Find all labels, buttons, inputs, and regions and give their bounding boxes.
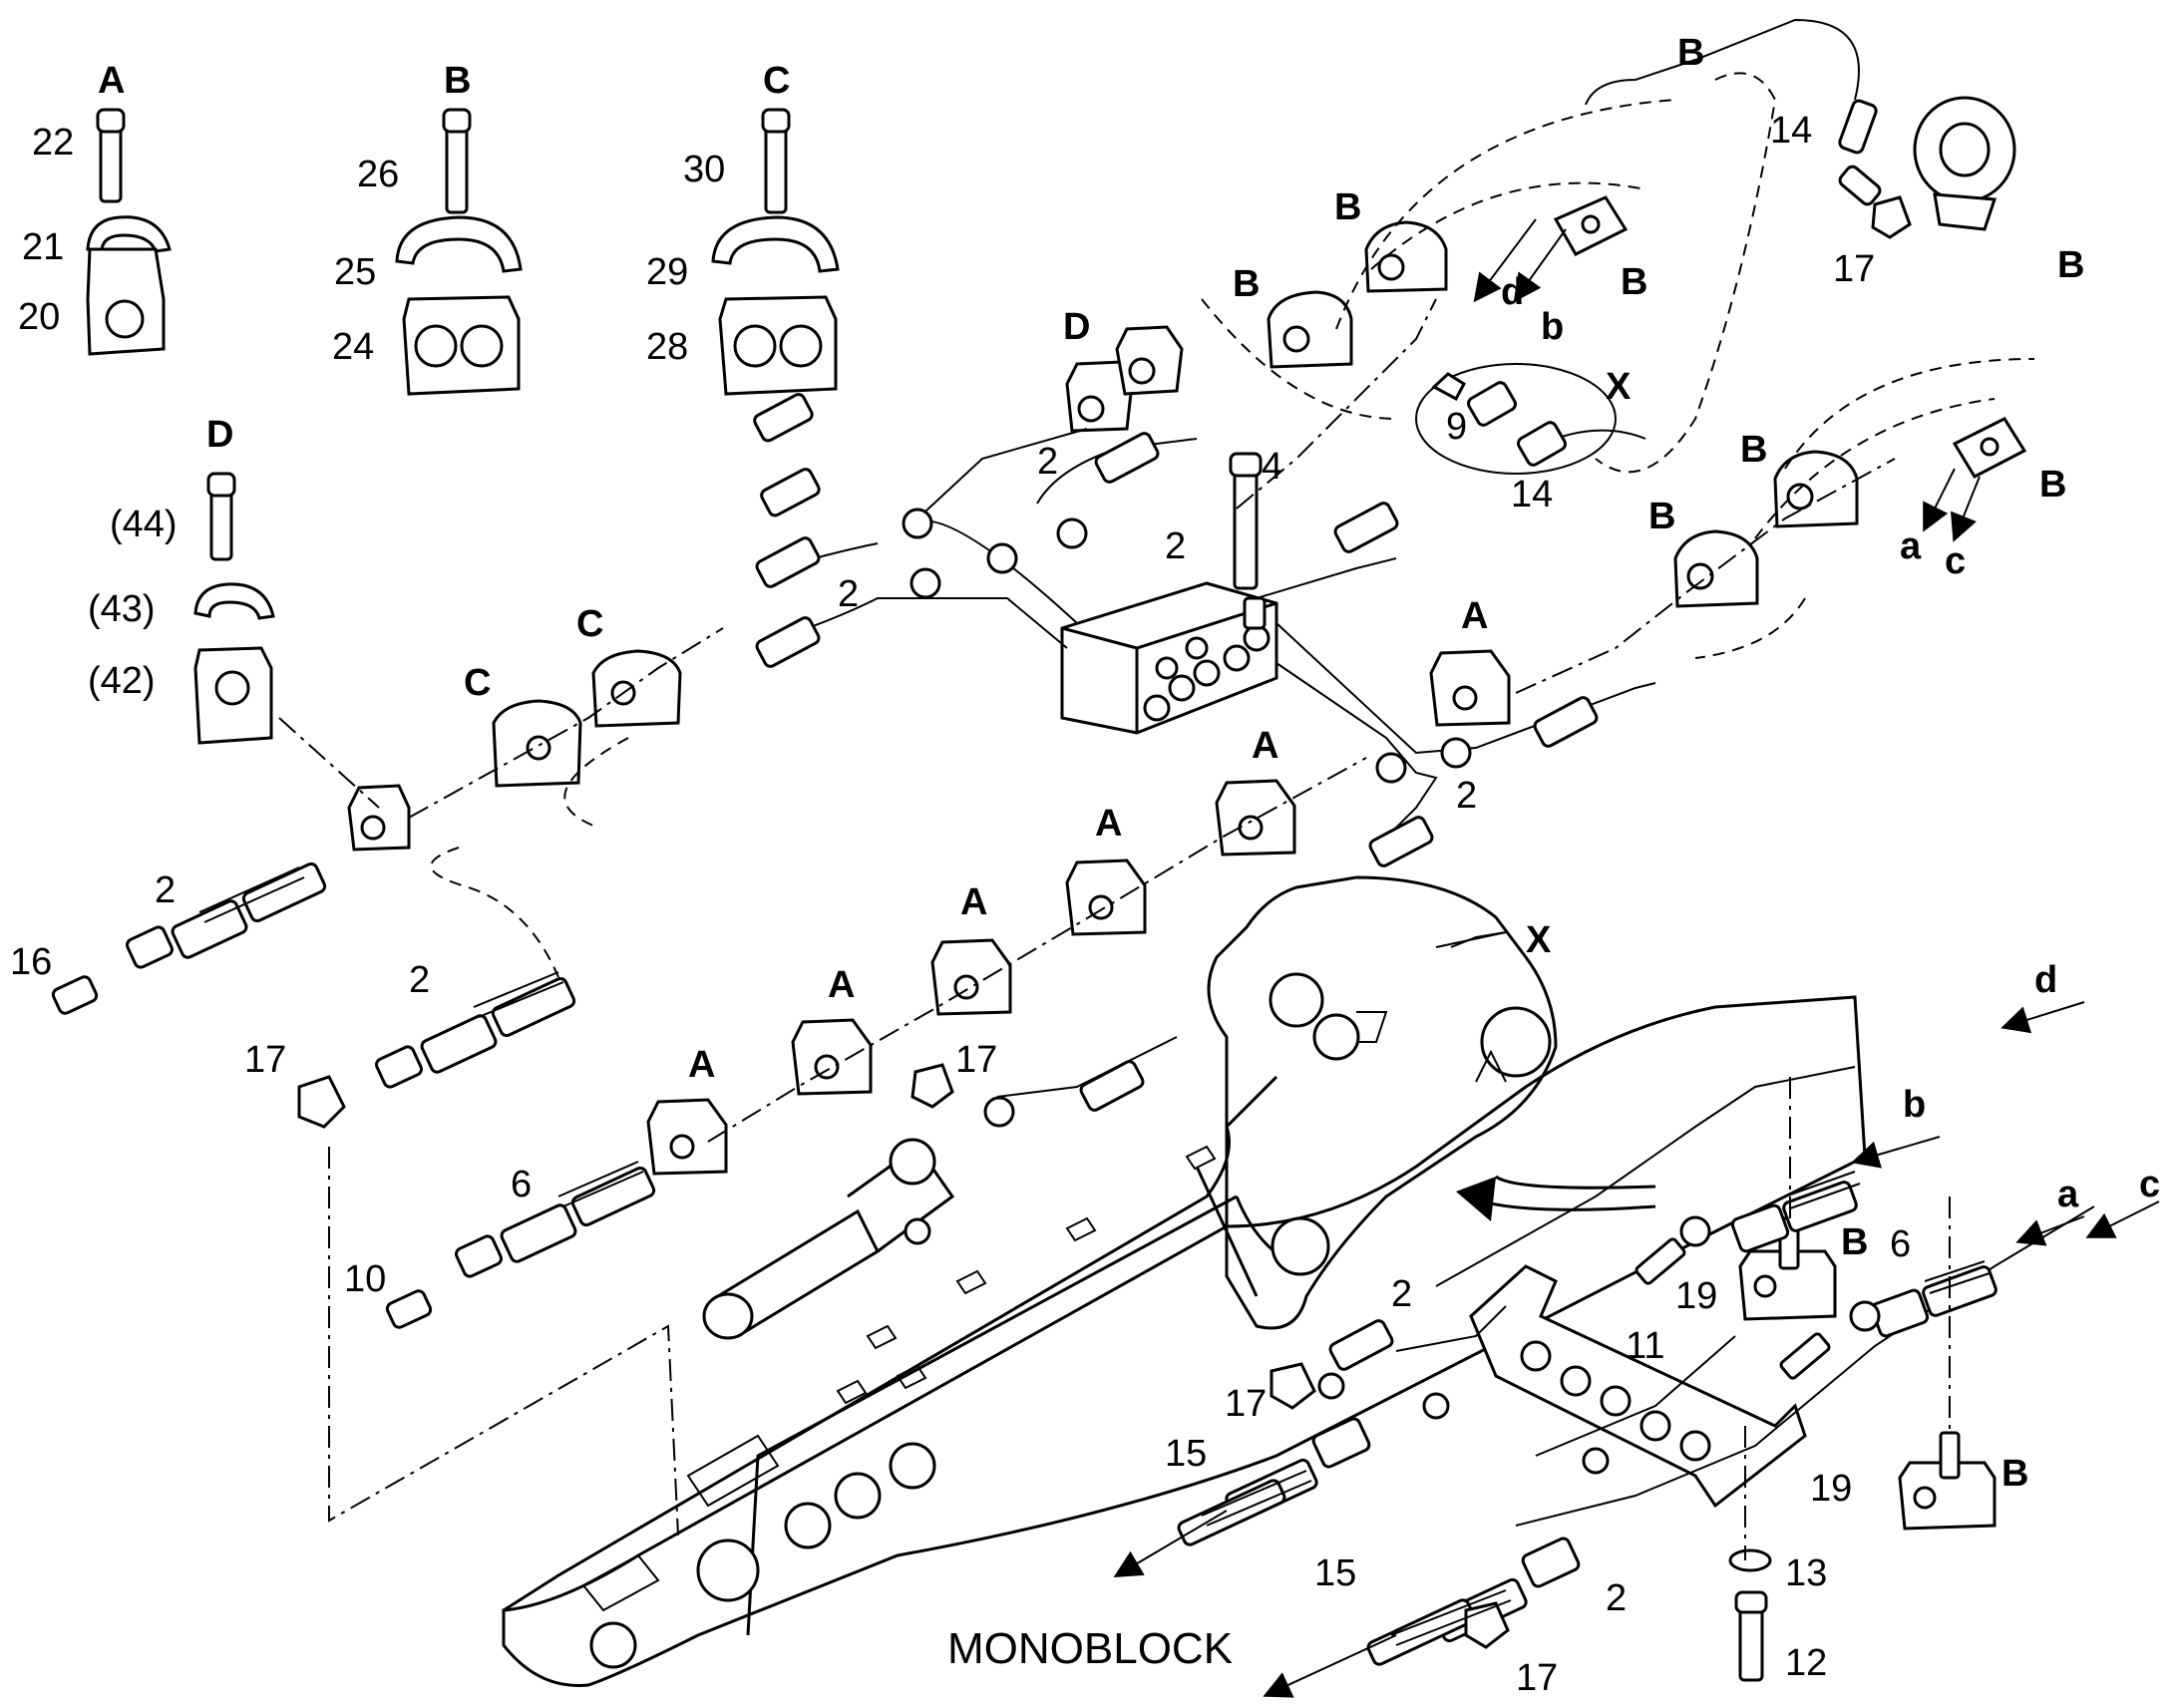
part-20-label: 20 — [18, 296, 60, 338]
letter-b-label-11: B — [2001, 1453, 2028, 1495]
part-22-label: 22 — [32, 122, 74, 164]
part-6-label: 6 — [511, 1164, 532, 1205]
letter-a-label-6: A — [828, 964, 855, 1006]
letter-a-label-7: A — [688, 1044, 715, 1086]
letter-x-label-2: X — [1526, 919, 1552, 961]
letter-b-small: b — [1541, 306, 1564, 348]
part-2-label-2: 2 — [1165, 525, 1186, 567]
letter-c-label-3: C — [576, 603, 603, 645]
letter-c-label-2: C — [464, 662, 491, 704]
letter-d-label-2: D — [1063, 306, 1090, 348]
clamp-blocks — [347, 96, 2027, 1531]
part-2-label-6: 2 — [409, 959, 430, 1001]
part-14-label-2: 14 — [1770, 110, 1812, 152]
part-2-label-8: 2 — [1606, 1577, 1627, 1619]
letter-a-small: a — [1900, 525, 1922, 567]
part-25-label: 25 — [334, 251, 376, 293]
part-12-label: 12 — [1785, 1642, 1827, 1684]
part-11-label: 11 — [1626, 1325, 1664, 1367]
part-16-label: 16 — [10, 941, 52, 983]
letter-b-label-6: B — [2057, 244, 2084, 286]
part-43-label: (43) — [88, 588, 156, 630]
letter-b-label-4: B — [1677, 32, 1704, 74]
part-9-label: 9 — [1446, 406, 1467, 448]
part-15-label-2: 15 — [1314, 1552, 1356, 1594]
part-15-label: 15 — [1165, 1433, 1207, 1475]
part-44-label: (44) — [110, 504, 178, 545]
part-2-label-4: 2 — [1456, 775, 1477, 817]
labels: A B C D 22 21 20 26 25 24 30 29 28 (44) … — [10, 32, 2160, 1699]
part-17-label: 17 — [1833, 248, 1875, 290]
letter-b-label-9: B — [1648, 496, 1675, 537]
letter-a-label-5: A — [960, 881, 987, 923]
clamp-set-d — [193, 472, 275, 745]
clamp-set-a — [86, 108, 172, 356]
part-17-label-5: 17 — [1516, 1657, 1558, 1699]
letter-b-label-3: B — [1334, 186, 1361, 228]
part-26-label: 26 — [357, 154, 399, 195]
part-42-label: (42) — [88, 660, 156, 702]
letter-d-small: d — [1501, 271, 1524, 313]
leader-lines — [278, 72, 2160, 1698]
letter-b-label-5: B — [1621, 261, 1647, 303]
letter-c-small-2: c — [2139, 1164, 2160, 1205]
monoblock-label: MONOBLOCK — [947, 1624, 1233, 1673]
part-2-label-7: 2 — [1391, 1273, 1412, 1315]
part-6-label-2: 6 — [1890, 1223, 1911, 1265]
part-13-label: 13 — [1785, 1552, 1827, 1594]
letter-a-label-4: A — [1095, 803, 1122, 845]
part-21-label: 21 — [22, 226, 64, 268]
part-2-label-3: 2 — [838, 573, 859, 615]
clamp-set-c — [711, 108, 840, 396]
letter-c-small: c — [1945, 540, 1966, 582]
part-2-label: 2 — [1037, 441, 1058, 483]
letter-b-label-10: B — [1841, 1221, 1868, 1263]
part-17-label-2: 17 — [244, 1039, 286, 1081]
part-17-label-4: 17 — [1225, 1383, 1267, 1425]
part-14-label: 14 — [1511, 474, 1553, 515]
letter-a-label-3: A — [1252, 725, 1278, 767]
clamp-set-b — [395, 108, 523, 396]
boom-cylinder — [702, 1138, 955, 1340]
part-28-label: 28 — [646, 326, 688, 368]
part-24-label: 24 — [332, 326, 374, 368]
part-29-label: 29 — [646, 251, 688, 293]
letter-x-label: X — [1606, 366, 1632, 408]
letter-b-label: B — [444, 60, 471, 102]
letter-a-label-2: A — [1461, 595, 1488, 637]
letter-a-small-2: a — [2057, 1174, 2079, 1215]
letter-d-small-2: d — [2034, 959, 2057, 1001]
letter-b-label-8: B — [1740, 429, 1767, 471]
part-19-label: 19 — [1675, 1275, 1717, 1317]
hose-braids — [198, 866, 1991, 1646]
distributor-block — [1060, 452, 1278, 735]
letter-a-label: A — [98, 60, 125, 102]
boom-arm — [502, 875, 1867, 1687]
part-2-label-5: 2 — [155, 869, 176, 911]
part-17-label-3: 17 — [955, 1039, 997, 1081]
part-19-label-2: 19 — [1810, 1468, 1852, 1510]
letter-b-label-2: B — [1233, 263, 1260, 305]
part-4-label: 4 — [1262, 446, 1282, 488]
letter-b-label-7: B — [2039, 464, 2066, 506]
part-10-label: 10 — [344, 1258, 386, 1300]
letter-d-label: D — [206, 414, 233, 456]
letter-b-small-2: b — [1903, 1084, 1926, 1126]
letter-c-label: C — [763, 60, 790, 102]
part-30-label: 30 — [683, 149, 725, 190]
